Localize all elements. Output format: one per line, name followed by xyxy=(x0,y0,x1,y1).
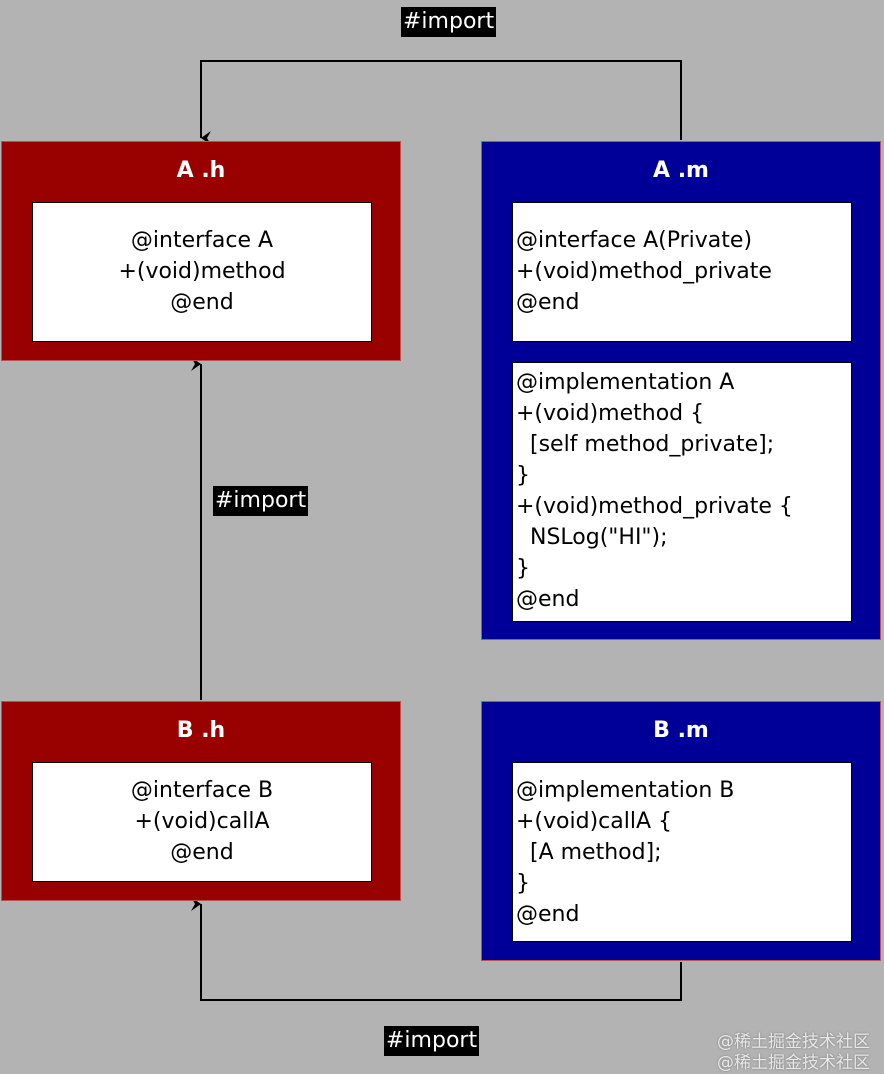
code-line: +(void)callA { xyxy=(516,809,672,834)
b-m-implementation-panel: @implementation B +(void)callA { [A meth… xyxy=(512,762,852,942)
code-line: +(void)method { xyxy=(516,401,705,426)
a-h-code-panel: @interface A +(void)method @end xyxy=(32,202,372,342)
edge-label-bm-to-bh: #import xyxy=(384,1026,480,1056)
edge-label-bh-to-ah: #import xyxy=(213,486,309,516)
code-line: @implementation A xyxy=(516,370,735,395)
code-line: } xyxy=(516,871,530,896)
code-line: } xyxy=(516,463,530,488)
b-m-title: B .m xyxy=(653,718,709,743)
code-line: @end xyxy=(516,587,580,612)
b-h-box: B .h @interface B +(void)callA @end xyxy=(1,701,401,901)
a-h-title: A .h xyxy=(176,158,226,183)
code-line: @end xyxy=(170,840,234,865)
code-line: @interface A(Private) xyxy=(516,228,753,253)
code-line: @implementation B xyxy=(516,778,735,803)
a-m-title: A .m xyxy=(653,158,709,183)
edge-bm-to-bh xyxy=(191,897,682,1001)
edge-am-to-ah xyxy=(200,60,682,145)
code-line: NSLog("HI"); xyxy=(516,525,668,550)
code-line: +(void)callA xyxy=(134,809,270,834)
code-line: } xyxy=(516,556,530,581)
code-line: +(void)method_private xyxy=(516,259,772,284)
code-line: @interface A xyxy=(130,228,274,253)
edge-label-am-to-ah: #import xyxy=(401,7,497,37)
a-h-box: A .h @interface A +(void)method @end xyxy=(1,141,401,361)
a-m-box: A .m @interface A(Private) +(void)method… xyxy=(481,141,881,640)
code-line: +(void)method_private { xyxy=(516,494,793,519)
b-h-code-panel: @interface B +(void)callA @end xyxy=(32,762,372,882)
code-line: @end xyxy=(516,290,580,315)
b-m-box: B .m @implementation B +(void)callA { [A… xyxy=(481,701,881,961)
code-line: +(void)method xyxy=(118,259,286,284)
a-m-private-panel: @interface A(Private) +(void)method_priv… xyxy=(512,202,852,342)
watermark: @稀土掘金技术社区 xyxy=(717,1032,870,1052)
a-m-implementation-panel: @implementation A +(void)method { [self … xyxy=(512,362,852,622)
code-line: @end xyxy=(170,290,234,315)
b-h-title: B .h xyxy=(176,718,226,743)
code-line: @interface B xyxy=(130,778,274,803)
watermark: @稀土掘金技术社区 xyxy=(717,1053,870,1073)
code-line: @end xyxy=(516,902,580,927)
code-line: [A method]; xyxy=(516,840,662,865)
code-line: [self method_private]; xyxy=(516,432,775,457)
